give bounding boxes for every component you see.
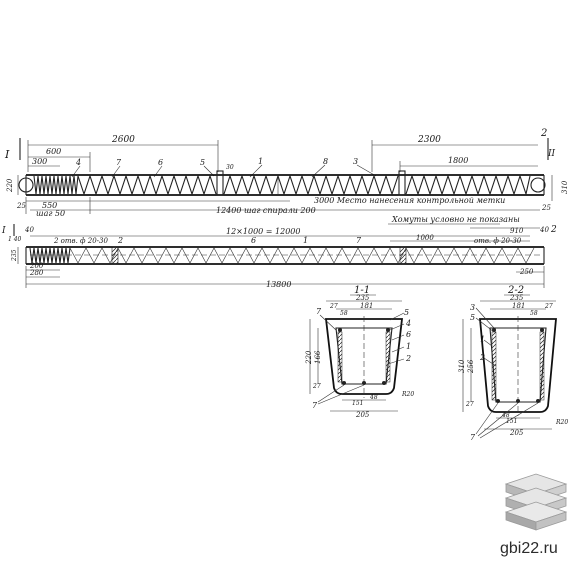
position-2: 2	[117, 236, 123, 245]
note-stirrups: Хомуты условно не показаны	[391, 215, 520, 224]
position-3: 3	[353, 157, 358, 166]
control-mark-label: 3000 Место нанесения контрольной метки	[314, 196, 505, 205]
dim-25-right: 25	[541, 204, 551, 212]
section-mark-2: 2	[540, 128, 547, 139]
dim-40-right: 40	[539, 226, 549, 234]
spiral-dense-2	[29, 247, 71, 264]
radius-R20-s1: R20	[401, 391, 414, 398]
dim-27a-s1: 27	[329, 303, 338, 310]
dim-48-s1: 48	[369, 394, 378, 401]
dim-27a-s2: 27	[544, 303, 553, 310]
dim-1000: 1000	[416, 234, 434, 242]
spiral-step-50: шаг 50	[36, 209, 65, 218]
dim-205-s1: 205	[355, 411, 370, 419]
dim-48-s2: 48	[501, 412, 510, 419]
pos-7b-s1: 7	[312, 401, 318, 410]
dim-2300: 2300	[417, 135, 441, 145]
position-5: 5	[200, 158, 205, 167]
dim-200: 200	[29, 262, 44, 270]
pos-4-s1: 4	[405, 319, 411, 328]
position-7: 7	[356, 236, 362, 245]
spiral-dense-left	[33, 175, 79, 195]
dim-256-s2: 256	[467, 359, 475, 374]
spiral-zigzag-2	[223, 174, 399, 196]
section-mark-I-2: I	[1, 226, 6, 236]
lifting-loop-left	[18, 177, 34, 193]
pos-2-s2: 2	[479, 353, 485, 362]
holes-left: 2 отв. ф 20-30	[53, 237, 108, 245]
dim-27b-s1: 27	[312, 383, 321, 390]
dim-220-s1: 220	[305, 350, 313, 365]
dim-181-s2: 181	[512, 302, 525, 310]
pos-3-s2: 3	[470, 303, 475, 312]
section-1-1-title: 1-1	[354, 285, 370, 296]
pos-5-s2: 5	[470, 313, 475, 322]
pos-5-s1: 5	[404, 308, 409, 317]
section-2-2: 2-2 235 181 58 27 310 256 27 151 48 205 …	[458, 285, 568, 442]
pos-6-s1: 6	[406, 330, 411, 339]
dim-1800: 1800	[448, 156, 468, 165]
position-1: 1	[303, 236, 308, 245]
pos-7-s1: 7	[316, 307, 322, 316]
dim-220: 220	[6, 178, 14, 193]
dim-310: 310	[561, 180, 569, 194]
dim-235: 235	[11, 249, 18, 262]
lifting-loop-right	[530, 177, 546, 193]
spiral-zigzag-1	[77, 174, 217, 196]
dim-1-40: 1 40	[8, 236, 22, 243]
pos-7-s2: 7	[470, 433, 476, 442]
section-mark-2-2: 2	[550, 225, 557, 235]
elevation-1: I 2 II 2600 2300 600 300 1800 4 7 6 5 1 …	[4, 128, 569, 225]
section-mark-I: I	[4, 148, 10, 161]
dim-151-s1: 151	[352, 400, 363, 407]
dim-550: 550	[42, 201, 57, 210]
dim-250: 250	[519, 268, 534, 276]
dim-58-s1: 58	[340, 310, 348, 317]
section-2-2-title: 2-2	[507, 285, 524, 296]
dim-151-s2: 151	[506, 418, 517, 425]
dim-166-s1: 166	[314, 350, 322, 364]
site-logo	[504, 473, 568, 531]
pos-1-s1: 1	[406, 342, 411, 351]
section-1-1: 1-1 235 181 58 27 220 166 27 151 48 205 …	[305, 285, 414, 419]
spiral-span-label: 12400 шаг спирали 200	[216, 206, 316, 215]
dim-280: 280	[29, 269, 44, 277]
spiral-zigzag-2a	[69, 247, 535, 264]
radius-R20-s2: R20	[555, 419, 568, 426]
dim-27b-s2: 27	[465, 401, 474, 408]
position-8: 8	[323, 157, 328, 166]
pos-2-s1: 2	[405, 354, 411, 363]
dim-600: 600	[46, 147, 61, 156]
dim-58-s2: 58	[530, 310, 538, 317]
dim-310-s2: 310	[458, 359, 466, 373]
dim-181-s1: 181	[360, 302, 373, 310]
dim-40-left: 40	[24, 226, 34, 234]
section-mark-II: II	[547, 149, 556, 159]
dim-910: 910	[510, 227, 524, 235]
elevation-2: I 1 40 40 40 2 12×1000 = 12000 910 1000 …	[1, 224, 557, 289]
position-6: 6	[251, 236, 256, 245]
watermark-text: gbi22.ru	[500, 540, 558, 557]
mounting-loop-right	[398, 170, 406, 196]
dim-2600: 2600	[111, 135, 135, 145]
dim-235-s2: 235	[509, 294, 524, 302]
formula-spacing: 12×1000 = 12000	[226, 227, 300, 236]
section-2-2-outline	[479, 318, 557, 413]
position-1: 1	[258, 157, 263, 166]
spiral-zigzag-3	[405, 174, 531, 197]
dim-205-s2: 205	[509, 429, 524, 437]
position-7: 7	[116, 158, 122, 167]
dim-300: 300	[32, 157, 47, 166]
dim-total-13800: 13800	[266, 280, 291, 289]
dim-25-left: 25	[16, 202, 26, 210]
mounting-loop-left	[216, 170, 224, 196]
position-4: 4	[75, 158, 81, 167]
pos-1-s2: 1	[480, 335, 485, 344]
label-30: 30	[226, 164, 234, 171]
dim-235-s1: 235	[355, 294, 370, 302]
holes-right: отв. ф 20-30	[474, 237, 522, 245]
position-6: 6	[158, 158, 163, 167]
